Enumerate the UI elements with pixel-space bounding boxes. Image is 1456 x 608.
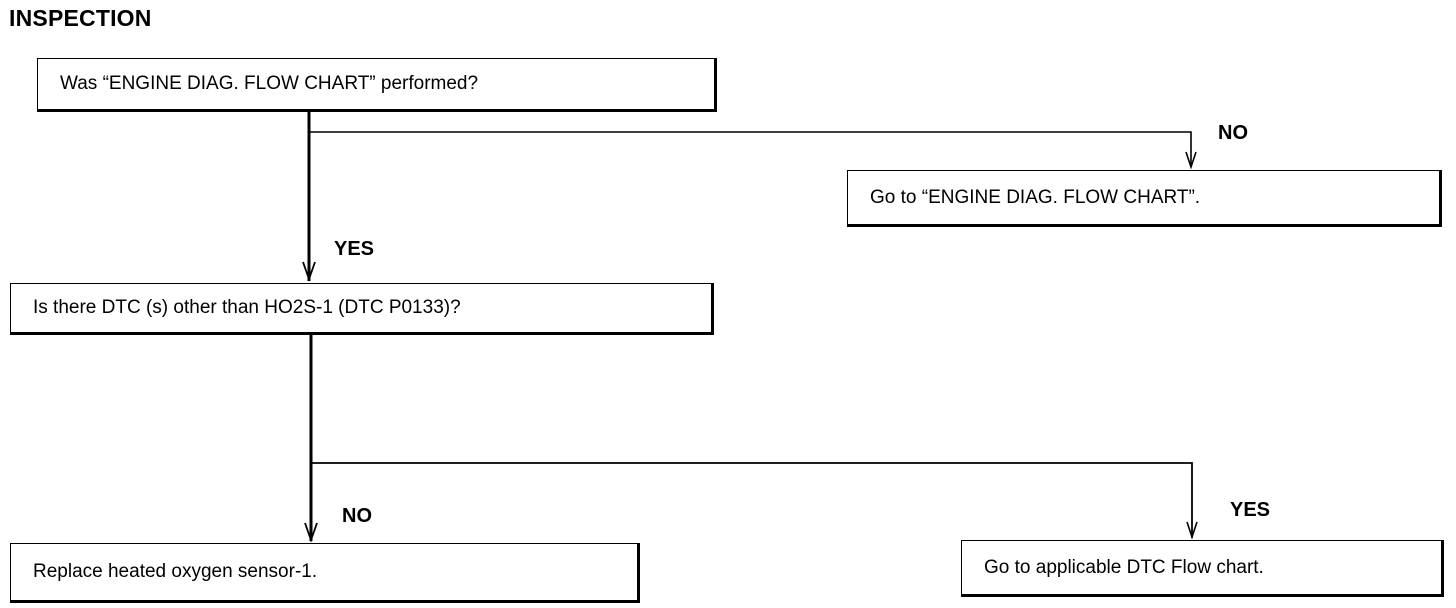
edge-label-q1-no: NO [1218,122,1248,144]
action-go-to-dtc-flow-chart-text: Go to applicable DTC Flow chart. [984,556,1264,578]
connector-q1-no [309,131,1192,167]
question-engine-diag-performed-text: Was “ENGINE DIAG. FLOW CHART” performed? [60,73,479,94]
question-engine-diag-performed: Was “ENGINE DIAG. FLOW CHART” performed? [37,58,717,112]
action-replace-sensor-text: Replace heated oxygen sensor-1. [33,561,318,582]
edge-label-q2-yes: YES [1230,499,1271,521]
arrowhead-q2-yes [1186,521,1198,540]
action-replace-sensor: Replace heated oxygen sensor-1. [10,543,640,603]
action-go-to-engine-diag-text: Go to “ENGINE DIAG. FLOW CHART”. [870,186,1201,208]
arrowhead-q1-yes [302,261,316,282]
connector-q2-yes [311,462,1193,538]
page-title: INSPECTION [9,5,152,31]
action-go-to-engine-diag: Go to “ENGINE DIAG. FLOW CHART”. [847,170,1442,227]
arrowhead-q1-no [1185,151,1197,170]
edge-label-q2-no: NO [342,505,372,527]
action-go-to-dtc-flow-chart: Go to applicable DTC Flow chart. [961,540,1444,597]
arrowhead-q2-no [304,522,318,543]
edge-label-q1-yes: YES [334,238,375,260]
question-other-dtc: Is there DTC (s) other than HO2S-1 (DTC … [10,283,714,335]
question-other-dtc-text: Is there DTC (s) other than HO2S-1 (DTC … [33,297,461,318]
